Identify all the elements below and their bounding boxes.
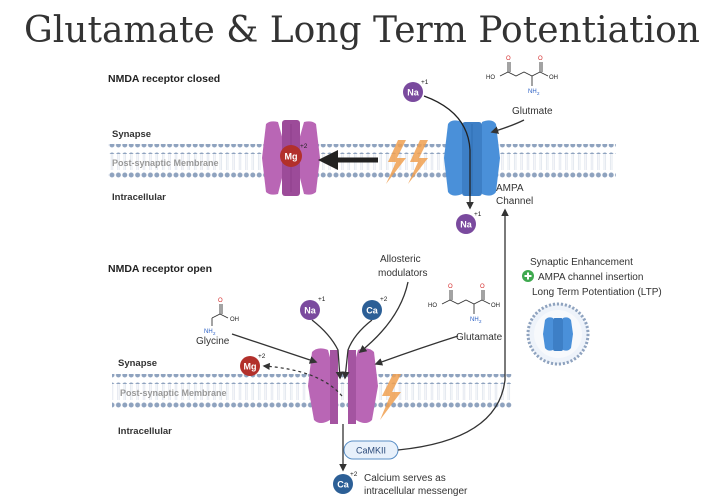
ampa-vesicle-icon bbox=[526, 302, 590, 366]
allosteric-label-line2: modulators bbox=[378, 268, 427, 279]
ampa-channel bbox=[444, 120, 500, 196]
mg-released-charge: +2 bbox=[258, 353, 266, 360]
na-in-arrow bbox=[311, 319, 344, 380]
plus-icon bbox=[522, 270, 534, 282]
bottom-heading: NMDA receptor open bbox=[108, 263, 212, 275]
mg-released-symbol: Mg bbox=[244, 362, 257, 372]
glu-top-o1: O bbox=[506, 56, 511, 62]
na-bottom-symbol: Na bbox=[460, 220, 472, 230]
na-ion-bottom: Na +1 bbox=[456, 211, 482, 234]
nmda-receptor-open bbox=[308, 348, 378, 424]
top-intracellular-label: Intracellular bbox=[112, 192, 166, 203]
gly-nh: NH bbox=[204, 329, 213, 335]
glu-bot-nh-sub: 2 bbox=[479, 319, 482, 324]
synaptic-enhancement: Synaptic Enhancement AMPA channel insert… bbox=[522, 257, 662, 366]
bottom-intracellular-label: Intracellular bbox=[118, 426, 172, 437]
bottom-synapse-label: Synapse bbox=[118, 358, 157, 369]
glycine-arrow bbox=[231, 333, 318, 364]
camkii-label: CaMKII bbox=[356, 446, 386, 456]
glu-bot-o1: O bbox=[448, 284, 453, 290]
page-title: Glutamate & Long Term Potentiation bbox=[24, 10, 700, 51]
ca-messenger-symbol: Ca bbox=[337, 480, 349, 490]
calcium-text-line1: Calcium serves as bbox=[364, 473, 446, 484]
lightning-icon bbox=[386, 140, 428, 184]
top-heading: NMDA receptor closed bbox=[108, 73, 220, 85]
na-bottom-charge: +1 bbox=[474, 211, 482, 218]
mg-ion-block: Mg +2 bbox=[280, 143, 308, 167]
camkii-feedback-arrow bbox=[397, 208, 509, 451]
top-panel: NMDA receptor closed Synapse Intracellul… bbox=[108, 56, 616, 234]
ampa-label-line1: AMPA bbox=[496, 183, 524, 194]
glu-top-nh: NH bbox=[528, 89, 537, 95]
glu-bot-oh: OH bbox=[491, 303, 500, 309]
mg-release-arrow bbox=[262, 362, 343, 397]
na-ion-top: Na +1 bbox=[403, 79, 429, 102]
nmda-receptor-closed bbox=[262, 120, 320, 196]
na-top-symbol: Na bbox=[407, 88, 419, 98]
bottom-panel: NMDA receptor open Synapse Intracellular… bbox=[108, 208, 512, 497]
ca-messenger-charge: +2 bbox=[350, 471, 358, 478]
gly-nh-sub: 2 bbox=[213, 331, 216, 336]
calcium-text-line2: intracellular messenger bbox=[364, 486, 468, 497]
camkii-badge: CaMKII bbox=[343, 440, 399, 460]
ca-messenger-ion: Ca +2 bbox=[333, 471, 358, 494]
na-open-symbol: Na bbox=[304, 306, 316, 316]
allosteric-arrow bbox=[358, 281, 409, 353]
na-flow-arrow bbox=[423, 95, 474, 210]
signal-arrow-left bbox=[318, 150, 378, 170]
enhancement-line3: Long Term Potentiation (LTP) bbox=[532, 287, 662, 298]
na-top-charge: +1 bbox=[421, 79, 429, 86]
glutamate-molecule-top bbox=[499, 62, 549, 86]
glu-bot-ho: HO bbox=[428, 303, 437, 309]
na-open-charge: +1 bbox=[318, 296, 326, 303]
na-ion-open: Na +1 bbox=[300, 296, 326, 320]
top-synapse-label: Synapse bbox=[112, 129, 151, 140]
ca-open-symbol: Ca bbox=[366, 306, 378, 316]
enhancement-line1: Synaptic Enhancement bbox=[530, 257, 633, 268]
glu-top-nh-sub: 2 bbox=[537, 91, 540, 96]
glycine-molecule bbox=[211, 304, 229, 326]
glycine-label: Glycine bbox=[196, 336, 230, 347]
ca-ion-open: Ca +2 bbox=[362, 296, 388, 320]
ca-open-charge: +2 bbox=[380, 296, 388, 303]
glutamate-label-top: Glutmate bbox=[512, 106, 553, 117]
gly-o: O bbox=[218, 298, 223, 304]
glutamate-to-ampa-arrow bbox=[490, 119, 525, 134]
mg-block-charge: +2 bbox=[300, 143, 308, 150]
glu-top-oh: OH bbox=[549, 75, 558, 81]
glu-bot-o2: O bbox=[480, 284, 485, 290]
glu-top-ho: HO bbox=[486, 75, 495, 81]
glutamate-label-bottom: Glutamate bbox=[456, 332, 503, 343]
enhancement-line2: AMPA channel insertion bbox=[538, 272, 643, 283]
mg-block-symbol: Mg bbox=[285, 152, 298, 162]
mg-ion-released: Mg +2 bbox=[240, 353, 266, 376]
top-membrane-label: Post-synaptic Membrane bbox=[112, 158, 219, 168]
ampa-label-line2: Channel bbox=[496, 196, 533, 207]
bottom-membrane-label: Post-synaptic Membrane bbox=[120, 388, 227, 398]
ca-in-arrow bbox=[341, 319, 373, 380]
glu-bot-nh: NH bbox=[470, 317, 479, 323]
lightning-icon-bottom bbox=[380, 374, 401, 420]
gly-oh: OH bbox=[230, 317, 239, 323]
glutamate-molecule-bottom bbox=[441, 290, 491, 314]
glutamate-bottom-arrow bbox=[374, 335, 459, 366]
glu-top-o2: O bbox=[538, 56, 543, 62]
allosteric-label-line1: Allosteric bbox=[380, 254, 421, 265]
